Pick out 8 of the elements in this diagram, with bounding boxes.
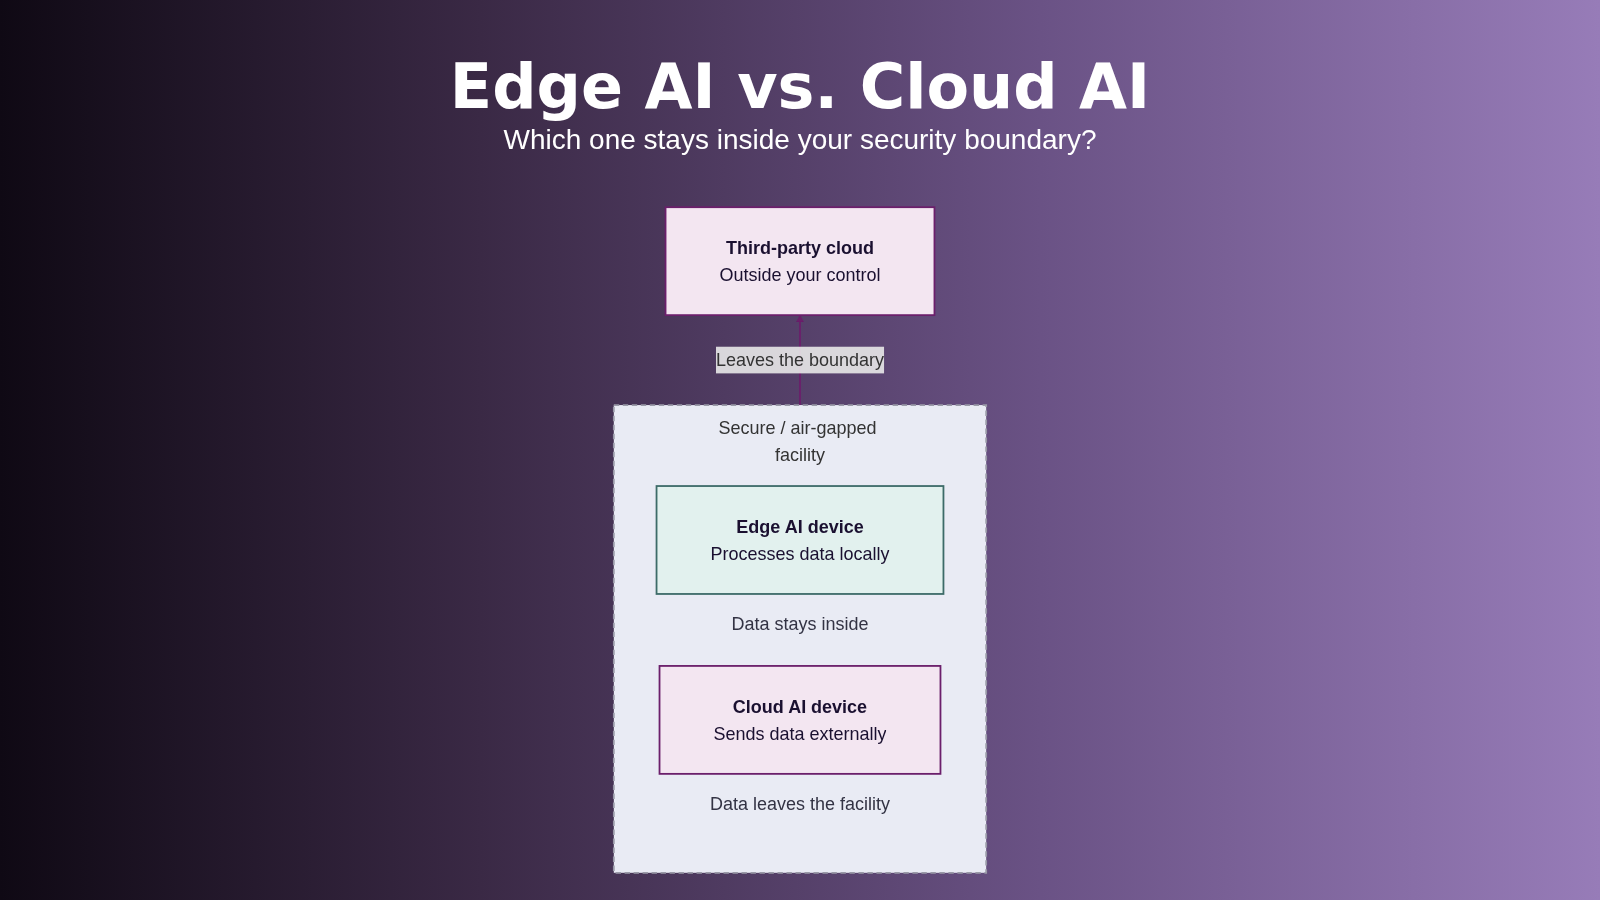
node-box: Edge AI device Processes data locally — [655, 485, 945, 595]
edge-label: Leaves the boundary — [715, 350, 885, 370]
node-caption: Data leaves the facility — [710, 793, 890, 814]
subtitle: Which one stays inside your security boundary? — [503, 124, 1097, 155]
node-box: Cloud AI device Sends data externally — [658, 665, 942, 775]
node-caption: Data stays inside — [731, 613, 869, 634]
node-box: Third-party cloud Outside your control — [664, 206, 936, 317]
diagram-title: Edge AI vs. Cloud AI — [448, 50, 1152, 123]
